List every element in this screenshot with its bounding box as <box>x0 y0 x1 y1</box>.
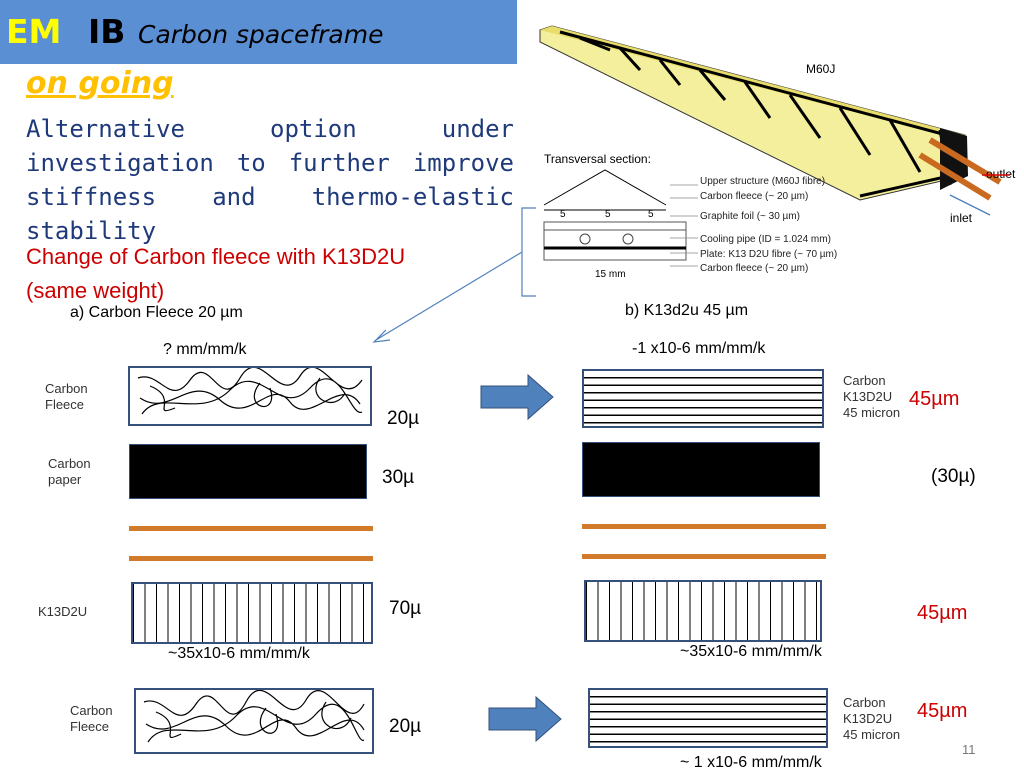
right-title: b) K13d2u 45 µm <box>625 302 749 319</box>
stave-truss <box>559 30 968 198</box>
title-em: EM <box>6 12 62 51</box>
left-label-paper: Carbon paper <box>48 456 91 487</box>
right-label-k13-2: Carbon K13D2U 45 micron <box>843 695 901 742</box>
right-cte-top: -1 x10-6 mm/mm/k <box>632 340 766 357</box>
section-layers <box>543 221 687 261</box>
left-thickness-4: 20µ <box>389 716 422 737</box>
outlet-label: outlet <box>986 167 1016 181</box>
change-line-1: Change of Carbon fleece with K13D2U <box>26 244 406 269</box>
callout-5: Plate: K13 D2U fibre (~ 70 µm) <box>700 249 837 260</box>
pointer-line <box>372 251 523 343</box>
right-carbon-paper-layer <box>582 442 820 497</box>
title-ib: IB <box>88 12 126 51</box>
right-cte-mid: ~35x10-6 mm/mm/k <box>680 643 822 660</box>
inlet-label: inlet <box>950 211 973 225</box>
right-k13-layer-mid <box>584 580 822 642</box>
left-k13-layer <box>131 582 373 644</box>
description-text: Alternative option under investigation t… <box>26 115 514 245</box>
left-cte-top: ? mm/mm/k <box>163 341 247 358</box>
left-title: a) Carbon Fleece 20 µm <box>70 304 243 321</box>
status-heading: on going <box>26 66 174 101</box>
left-fleece-layer-bottom <box>134 688 374 754</box>
callout-4: Cooling pipe (ID = 1.024 mm) <box>700 234 831 245</box>
title-subtitle: Carbon spaceframe <box>138 20 384 49</box>
dim-3: 5 <box>648 209 654 220</box>
callout-2: Carbon fleece (~ 20 µm) <box>700 191 808 202</box>
left-label-k13: K13D2U <box>38 604 88 619</box>
arrow-right-top-icon <box>480 374 554 420</box>
change-note: Change of Carbon fleece with K13D2U (sam… <box>26 240 496 308</box>
right-thickness-3: 45µm <box>917 602 968 624</box>
right-label-k13-1: Carbon K13D2U 45 micron <box>843 373 901 420</box>
left-cte-mid: ~35x10-6 mm/mm/k <box>168 645 310 662</box>
section-pipe-1 <box>579 233 591 245</box>
right-k13-layer-top <box>582 369 824 428</box>
stave-figure: M60J outlet inlet Transversal section: 5… <box>521 25 1016 297</box>
right-thickness-4: 45µm <box>917 700 968 722</box>
width-label: 15 mm <box>595 269 626 280</box>
section-pipe-2 <box>622 233 634 245</box>
left-label-fleece-2: Carbon Fleece <box>70 703 113 734</box>
callout-3: Graphite foil (~ 30 µm) <box>700 211 800 222</box>
left-thickness-3: 70µ <box>389 598 422 619</box>
stave-body <box>539 25 968 201</box>
callout-6: Carbon fleece (~ 20 µm) <box>700 263 808 274</box>
left-pipe-line-1 <box>129 526 373 531</box>
right-thickness-2: (30µ) <box>931 466 976 487</box>
change-line-2: (same weight) <box>26 278 165 303</box>
right-k13-layer-bottom <box>588 688 828 748</box>
left-thickness-1: 20µ <box>387 408 420 429</box>
title-bar <box>0 0 517 64</box>
arrow-right-bottom-icon <box>488 696 562 742</box>
transversal-title: Transversal section: <box>544 152 651 166</box>
callout-1: Upper structure (M60J fibre) <box>700 176 825 187</box>
right-thickness-1: 45µm <box>909 388 960 410</box>
left-fleece-layer-top <box>128 366 372 426</box>
right-cte-bottom: ~ 1 x10-6 mm/mm/k <box>680 754 822 771</box>
left-pipe-line-2 <box>129 556 373 561</box>
left-thickness-2: 30µ <box>382 467 415 488</box>
page-number: 11 <box>962 742 976 757</box>
left-label-fleece-1: Carbon Fleece <box>45 381 88 412</box>
left-carbon-paper-layer <box>129 444 367 499</box>
callout-lines <box>670 184 698 267</box>
right-pipe-line-1 <box>582 524 826 529</box>
material-label: M60J <box>806 62 835 76</box>
upper-structure-sketch <box>543 169 667 206</box>
right-pipe-line-2 <box>582 554 826 559</box>
dim-2: 5 <box>605 209 611 220</box>
dim-1: 5 <box>560 209 566 220</box>
